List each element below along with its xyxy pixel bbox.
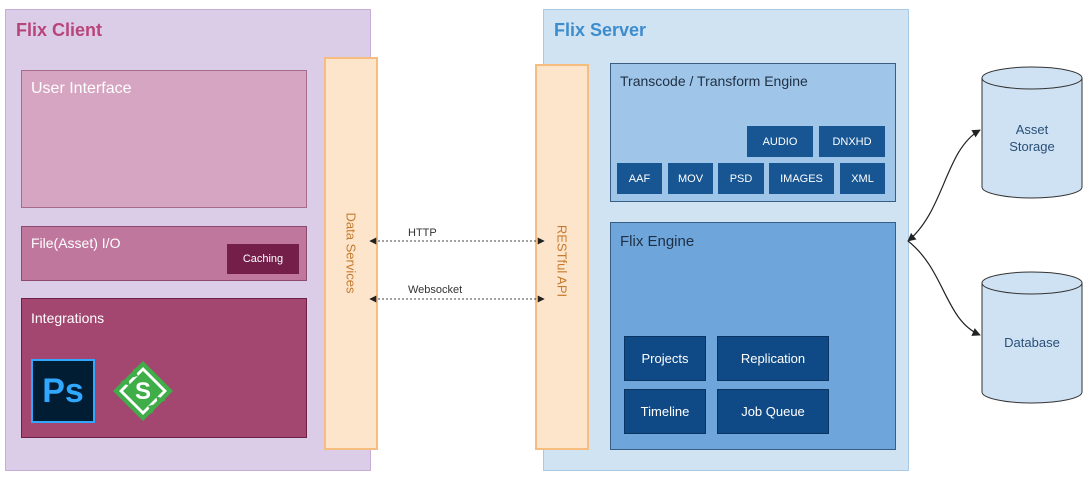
shotgun-icon: S [113, 361, 173, 421]
restful-api-bar [535, 64, 589, 450]
user-interface-label: User Interface [31, 80, 132, 97]
transcode-engine-label: Transcode / Transform Engine [620, 73, 808, 89]
module-timeline: Timeline [624, 389, 706, 434]
module-replication: Replication [717, 336, 829, 381]
data-services-bar [324, 57, 378, 450]
format-chip-audio: AUDIO [747, 126, 813, 157]
user-interface-box [21, 70, 307, 208]
caching-box: Caching [227, 244, 299, 274]
flix-engine-label: Flix Engine [620, 233, 695, 250]
format-chip-aaf: AAF [617, 163, 662, 194]
format-chip-psd: PSD [718, 163, 764, 194]
module-job-queue: Job Queue [717, 389, 829, 434]
shotgun-icon-letter: S [135, 378, 151, 405]
database-label: Database [1004, 335, 1060, 350]
format-chip-xml: XML [840, 163, 885, 194]
asset-storage-connector [907, 129, 981, 242]
http-label: HTTP [408, 227, 437, 239]
format-chip-mov: MOV [668, 163, 713, 194]
database-cylinder: Database [981, 271, 1083, 404]
flix-server-title: Flix Server [554, 20, 647, 40]
module-projects: Projects [624, 336, 706, 381]
asset-storage-label-line1: Asset [1016, 122, 1049, 137]
websocket-label: Websocket [408, 284, 463, 296]
file-io-label: File(Asset) I/O [31, 235, 121, 251]
format-chip-images: IMAGES [769, 163, 834, 194]
photoshop-icon: Ps [31, 359, 95, 423]
database-connector [907, 240, 981, 336]
asset-storage-cylinder: Asset Storage [981, 66, 1083, 199]
asset-storage-label-line2: Storage [1009, 139, 1055, 154]
integrations-label: Integrations [31, 310, 105, 326]
format-chip-dnxhd: DNXHD [819, 126, 885, 157]
flix-client-title: Flix Client [16, 20, 103, 40]
